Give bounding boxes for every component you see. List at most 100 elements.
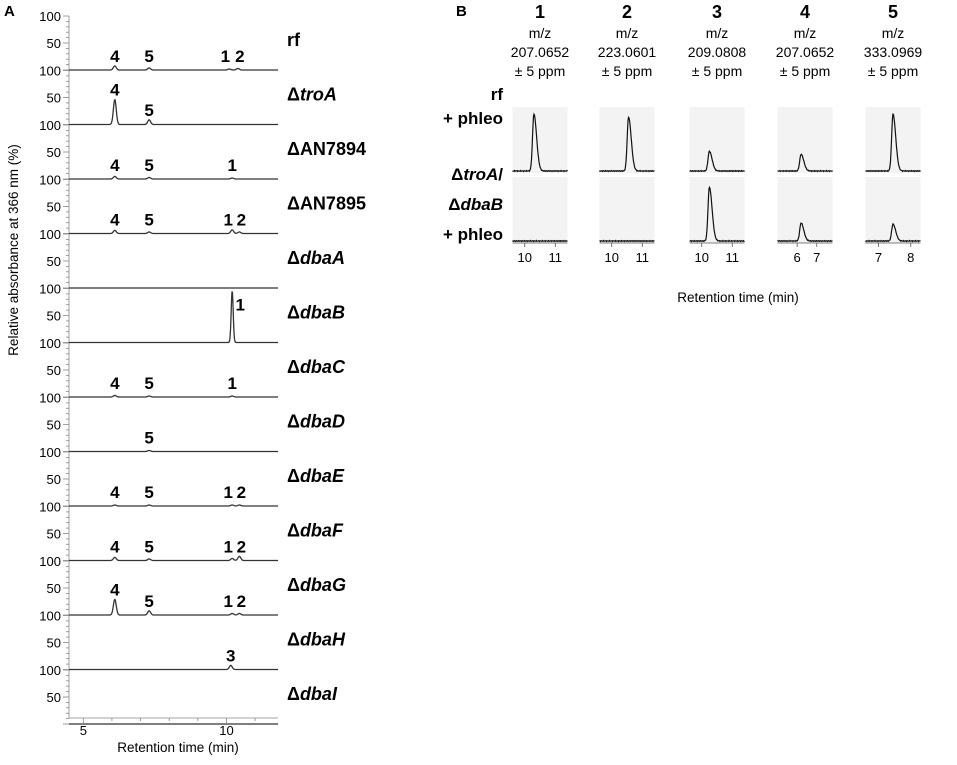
y-tick-label-50: 50 (47, 690, 61, 705)
peak-label-1: 1 (223, 483, 232, 502)
eic-x-tick-label-11: 11 (726, 250, 740, 265)
peak-label-4: 4 (110, 47, 120, 66)
strain-label: ΔAN7894 (287, 139, 366, 159)
trace-line (69, 598, 278, 616)
mz-value: 209.0808 (688, 44, 747, 60)
trace-line (69, 504, 278, 507)
y-tick-label-50: 50 (47, 527, 61, 542)
trace-line (69, 291, 278, 344)
strain-label: ΔAN7895 (287, 194, 366, 214)
row-label-line: ΔtroA/ (451, 165, 503, 184)
eic-trace (777, 153, 833, 173)
eic-trace (512, 239, 568, 243)
panel-a-letter: A (4, 3, 15, 20)
x-tick-label-5: 5 (80, 723, 87, 738)
trace-line (69, 175, 278, 180)
row-label-2: ΔtroA/ΔdbaB+ phleo (443, 165, 503, 244)
strain-label: ΔdbaG (287, 575, 346, 595)
peak-label-5: 5 (144, 592, 153, 611)
y-tick-label-100: 100 (39, 391, 61, 406)
compound-number: 2 (622, 2, 632, 22)
strain-label: rf (287, 30, 301, 50)
eic-background (512, 177, 568, 243)
row-label-line: rf (491, 85, 504, 104)
peak-label-2: 2 (237, 537, 246, 556)
trace-line (69, 98, 278, 126)
eic-background (599, 177, 655, 243)
peak-label-1: 1 (223, 538, 232, 557)
y-tick-label-100: 100 (39, 336, 61, 351)
panel-a-y-axis-title: Relative absorbance at 366 nm (%) (6, 144, 21, 356)
eic-x-tick-label-11: 11 (549, 250, 563, 265)
eic-box (598, 107, 655, 173)
eic-trace (598, 115, 655, 173)
eic-x-tick-label-11: 11 (636, 250, 650, 265)
strain-label: ΔdbaE (287, 466, 345, 486)
eic-trace (777, 222, 833, 243)
eic-box (777, 177, 833, 243)
eic-x-tick-label-10: 10 (604, 250, 618, 265)
y-tick-label-100: 100 (39, 64, 61, 79)
eic-background (689, 177, 745, 243)
mz-label: m/z (529, 25, 552, 41)
panel-b-x-axis-title: Retention time (min) (677, 290, 799, 305)
eic-box (865, 107, 921, 173)
peak-label-2: 2 (235, 47, 244, 66)
eic-background (512, 107, 568, 173)
peak-label-2: 2 (237, 211, 246, 230)
ppm-tolerance: ± 5 ppm (515, 63, 565, 79)
eic-x-tick-label-10: 10 (517, 250, 531, 265)
eic-trace (512, 112, 568, 173)
eic-x-tick-label-7: 7 (813, 250, 820, 265)
y-tick-label-50: 50 (47, 36, 61, 51)
trace-line (69, 555, 278, 562)
peak-label-5: 5 (144, 483, 153, 502)
compound-number: 3 (712, 2, 722, 22)
mz-value: 223.0601 (598, 44, 657, 60)
y-tick-label-50: 50 (47, 254, 61, 269)
ppm-tolerance: ± 5 ppm (868, 63, 918, 79)
peak-label-2: 2 (237, 592, 246, 611)
row-label-line: ΔdbaB (448, 195, 503, 214)
eic-trace (865, 222, 921, 243)
eic-box (689, 107, 745, 173)
compound-number: 1 (535, 2, 545, 22)
strain-label: ΔdbaD (287, 412, 345, 432)
peak-label-5: 5 (144, 429, 153, 448)
mz-value: 207.0652 (776, 44, 835, 60)
column-1: 1 m/z 207.0652 ± 5 ppm 10 11 (511, 2, 570, 265)
strain-label: ΔdbaB (287, 303, 345, 323)
eic-trace (689, 149, 745, 173)
peak-label-1: 1 (227, 156, 236, 175)
eic-background (777, 177, 833, 243)
trace-line (69, 394, 278, 398)
y-tick-label-50: 50 (47, 309, 61, 324)
y-tick-label-100: 100 (39, 173, 61, 188)
eic-x-tick-label-8: 8 (907, 250, 914, 265)
y-tick-label-50: 50 (47, 581, 61, 596)
y-tick-label-100: 100 (39, 9, 61, 24)
peak-label-4: 4 (110, 211, 120, 230)
eic-x-tick-label-7: 7 (875, 250, 882, 265)
eic-background (865, 177, 921, 243)
peak-label-4: 4 (110, 483, 120, 502)
mz-value: 207.0652 (511, 44, 570, 60)
eic-x-tick-label-10: 10 (694, 250, 708, 265)
strain-label: ΔdbaF (287, 521, 344, 541)
panel-a-x-axis-title: Retention time (min) (117, 740, 239, 755)
row-label-1: rf+ phleo (443, 85, 503, 128)
y-tick-label-50: 50 (47, 636, 61, 651)
eic-box (512, 177, 568, 243)
peak-label-1: 1 (221, 47, 230, 66)
